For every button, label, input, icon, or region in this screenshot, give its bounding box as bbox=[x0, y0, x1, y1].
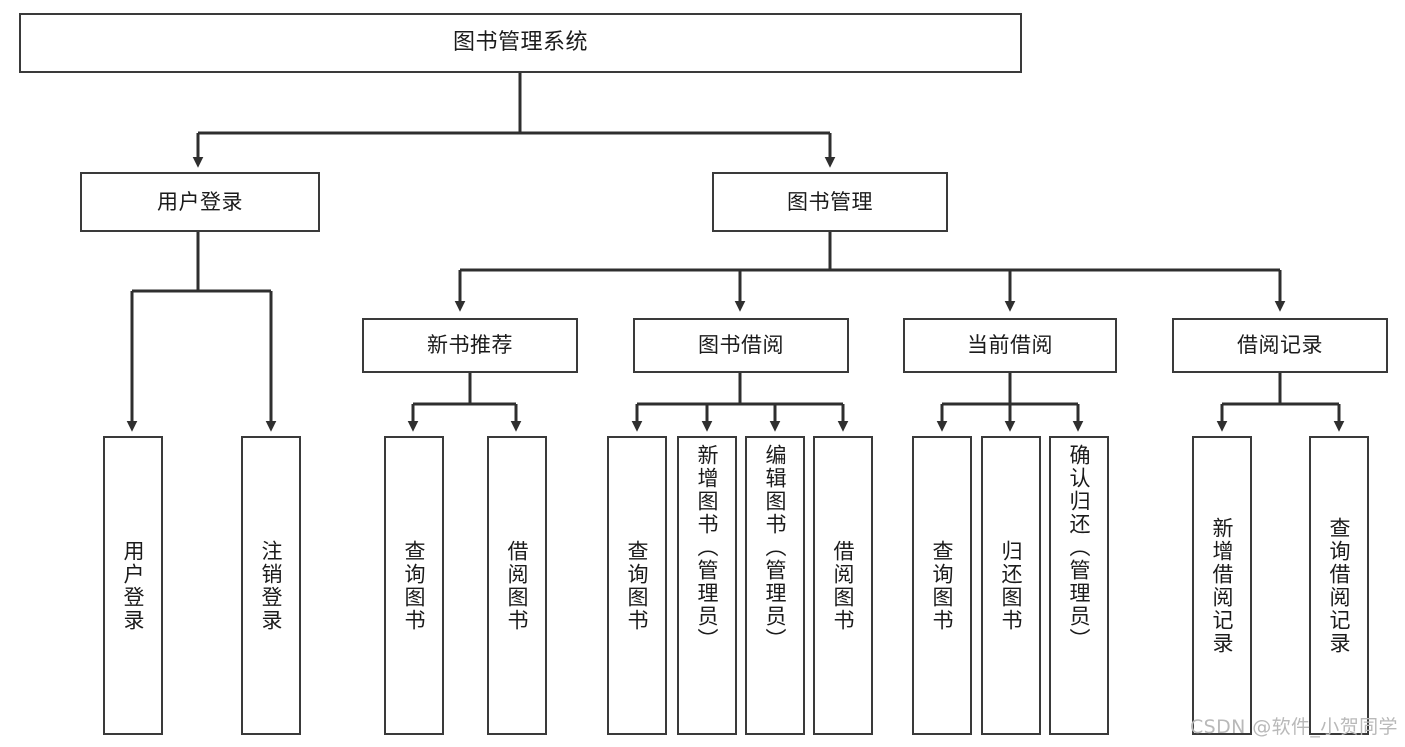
leaf-add-borrow-record[interactable]: 新增借阅记录 bbox=[1192, 436, 1252, 735]
node-label: 查询图书 bbox=[625, 539, 650, 632]
leaf-user-login[interactable]: 用户登录 bbox=[103, 436, 163, 735]
node-label: 确认归还（管理员） bbox=[1067, 444, 1092, 651]
node-label: 查询图书 bbox=[402, 539, 427, 632]
node-borrow-records[interactable]: 借阅记录 bbox=[1172, 318, 1388, 373]
node-label: 编辑图书（管理员） bbox=[763, 444, 788, 651]
node-current-borrowing[interactable]: 当前借阅 bbox=[903, 318, 1117, 373]
node-book-borrowing[interactable]: 图书借阅 bbox=[633, 318, 849, 373]
node-user-login[interactable]: 用户登录 bbox=[80, 172, 320, 232]
leaf-add-book-admin[interactable]: 新增图书（管理员） bbox=[677, 436, 737, 735]
leaf-borrow-book-recommendation[interactable]: 借阅图书 bbox=[487, 436, 547, 735]
node-label: 图书借阅 bbox=[698, 333, 784, 358]
node-label: 查询借阅记录 bbox=[1327, 516, 1352, 655]
node-root-system[interactable]: 图书管理系统 bbox=[19, 13, 1022, 73]
leaf-query-book-recommendation[interactable]: 查询图书 bbox=[384, 436, 444, 735]
node-label: 图书管理系统 bbox=[452, 30, 588, 56]
leaf-borrow-book-borrowing[interactable]: 借阅图书 bbox=[813, 436, 873, 735]
node-label: 图书管理 bbox=[787, 189, 873, 214]
node-label: 借阅图书 bbox=[831, 539, 856, 632]
node-label: 归还图书 bbox=[999, 539, 1024, 632]
node-label: 查询图书 bbox=[930, 539, 955, 632]
leaf-edit-book-admin[interactable]: 编辑图书（管理员） bbox=[745, 436, 805, 735]
node-label: 新增图书（管理员） bbox=[695, 444, 720, 651]
node-label: 注销登录 bbox=[259, 539, 284, 632]
node-book-management[interactable]: 图书管理 bbox=[712, 172, 948, 232]
leaf-logout[interactable]: 注销登录 bbox=[241, 436, 301, 735]
node-label: 当前借阅 bbox=[967, 333, 1053, 358]
node-new-book-recommendation[interactable]: 新书推荐 bbox=[362, 318, 578, 373]
csdn-watermark: CSDN @软件_小贺同学 bbox=[1190, 716, 1398, 738]
node-label: 新书推荐 bbox=[427, 333, 513, 358]
node-label: 借阅记录 bbox=[1237, 333, 1323, 358]
leaf-query-book-borrowing[interactable]: 查询图书 bbox=[607, 436, 667, 735]
leaf-confirm-return-admin[interactable]: 确认归还（管理员） bbox=[1049, 436, 1109, 735]
node-label: 新增借阅记录 bbox=[1210, 516, 1235, 655]
node-label: 用户登录 bbox=[157, 189, 243, 214]
node-label: 借阅图书 bbox=[505, 539, 530, 632]
leaf-return-book[interactable]: 归还图书 bbox=[981, 436, 1041, 735]
leaf-query-borrow-record[interactable]: 查询借阅记录 bbox=[1309, 436, 1369, 735]
leaf-query-book-current[interactable]: 查询图书 bbox=[912, 436, 972, 735]
node-label: 用户登录 bbox=[121, 539, 146, 632]
